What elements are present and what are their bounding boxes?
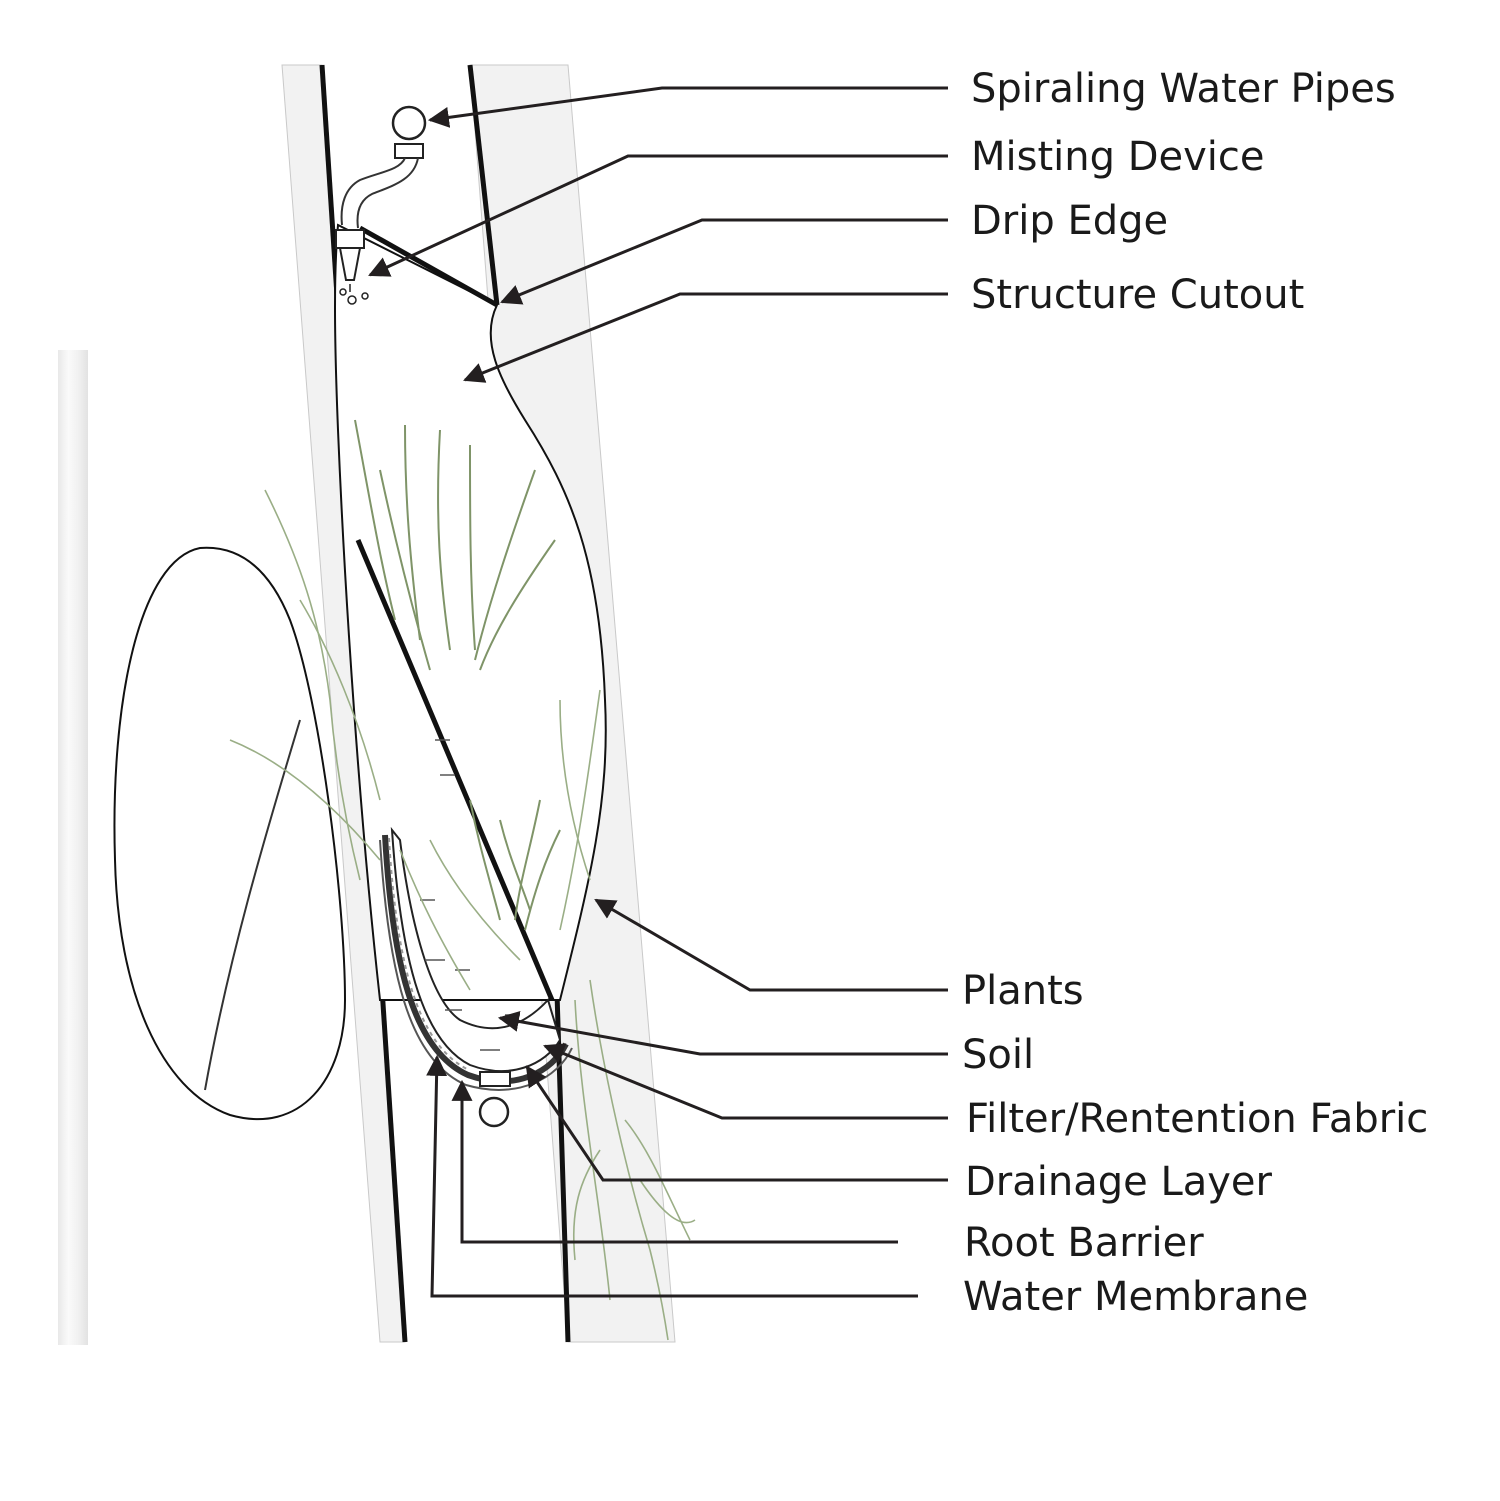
side-pocket [113, 546, 347, 1121]
label-drainage-layer: Drainage Layer [965, 1159, 1273, 1205]
leader-lines [368, 86, 948, 1298]
leader-water-membrane [426, 1054, 918, 1298]
leader-drainage-layer [525, 1065, 948, 1182]
label-filter-fabric: Filter/Rentention Fabric [966, 1096, 1428, 1142]
label-plants: Plants [962, 968, 1084, 1014]
leader-filter-fabric [543, 1043, 948, 1120]
label-drip-edge: Drip Edge [971, 198, 1168, 244]
label-structure-cutout: Structure Cutout [971, 272, 1304, 318]
label-misting-device: Misting Device [971, 134, 1265, 180]
leader-soil [497, 1011, 948, 1056]
drain-outlet [478, 1071, 511, 1128]
label-root-barrier: Root Barrier [964, 1220, 1204, 1266]
label-water-membrane: Water Membrane [963, 1274, 1308, 1320]
leader-drip-edge [500, 218, 948, 305]
leader-root-barrier [451, 1079, 898, 1244]
label-soil: Soil [962, 1032, 1034, 1078]
water-pipe-and-mister [335, 105, 427, 305]
mist-drops [339, 284, 369, 305]
labels: Spiraling Water Pipes Misting Device Dri… [962, 66, 1428, 1320]
label-spiraling-water-pipes: Spiraling Water Pipes [971, 66, 1396, 112]
leader-spiraling-water-pipes [427, 86, 948, 128]
leader-misting-device [368, 154, 948, 277]
background-structure [58, 350, 88, 1345]
leader-plants [594, 898, 948, 992]
leader-structure-cutout [463, 292, 948, 383]
